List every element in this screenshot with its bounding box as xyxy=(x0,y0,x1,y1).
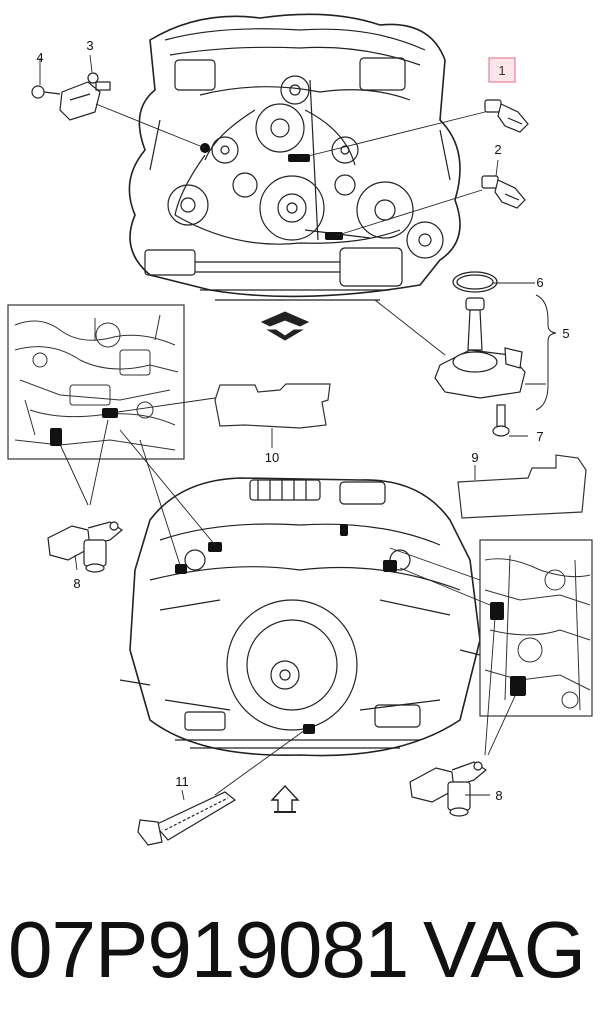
callout-9: 9 xyxy=(471,450,478,465)
callout-5: 5 xyxy=(562,326,569,341)
callout-1-highlight xyxy=(488,57,516,83)
callout-4: 4 xyxy=(36,50,43,65)
sensor-marks-top xyxy=(200,143,343,240)
part-9-gasket xyxy=(457,454,587,519)
sensor-mark-box-right-2 xyxy=(510,676,526,696)
arrow-down-icon xyxy=(260,311,310,341)
part-6-o-ring xyxy=(452,271,498,293)
callout-8-right: 8 xyxy=(495,788,502,803)
callout-8-left: 8 xyxy=(73,576,80,591)
sensor-mark-box-left-1 xyxy=(50,428,62,446)
detail-box-left xyxy=(7,304,185,460)
engine-top-view xyxy=(128,13,461,301)
part-4-bolt xyxy=(31,85,61,99)
brand-name: VAG xyxy=(422,905,586,994)
detail-right-drawing xyxy=(484,554,591,711)
part-1-oil-pressure-switch xyxy=(484,99,529,133)
callouts: 1 2 3 4 5 6 7 8 8 9 10 11 xyxy=(36,38,569,803)
part-number: 07P919081 xyxy=(8,905,409,994)
callout-10: 10 xyxy=(265,450,279,465)
callout-7: 7 xyxy=(536,429,543,444)
arrow-up-icon xyxy=(270,784,300,813)
sensor-mark-box-left-2 xyxy=(102,408,118,418)
callout-1: 1 xyxy=(498,63,505,78)
callout-2: 2 xyxy=(494,142,501,157)
leader-lines-top xyxy=(39,54,499,356)
callout-3: 3 xyxy=(86,38,93,53)
part-3-sensor xyxy=(59,72,111,121)
part-11-sensor xyxy=(137,791,237,846)
part-5-oil-level-sensor xyxy=(434,297,526,399)
leader-lines-lower xyxy=(57,397,516,801)
part-8-camshaft-sensor-right xyxy=(409,761,488,817)
callout-11: 11 xyxy=(175,774,189,789)
sensor-marks-bottom xyxy=(175,524,397,734)
detail-left-drawing xyxy=(14,314,179,451)
detail-box-right xyxy=(479,539,593,717)
sensor-mark-box-right-1 xyxy=(490,602,504,620)
part-8-camshaft-sensor-left xyxy=(47,521,124,573)
bracket-5 xyxy=(493,282,557,437)
part-2-sensor xyxy=(481,175,526,209)
part-7-screw xyxy=(492,404,510,437)
part-10-gasket xyxy=(214,383,331,429)
callout-6: 6 xyxy=(536,275,543,290)
engine-bottom-view xyxy=(119,477,481,757)
caption-bar: 07P919081 VAG xyxy=(0,895,600,1005)
